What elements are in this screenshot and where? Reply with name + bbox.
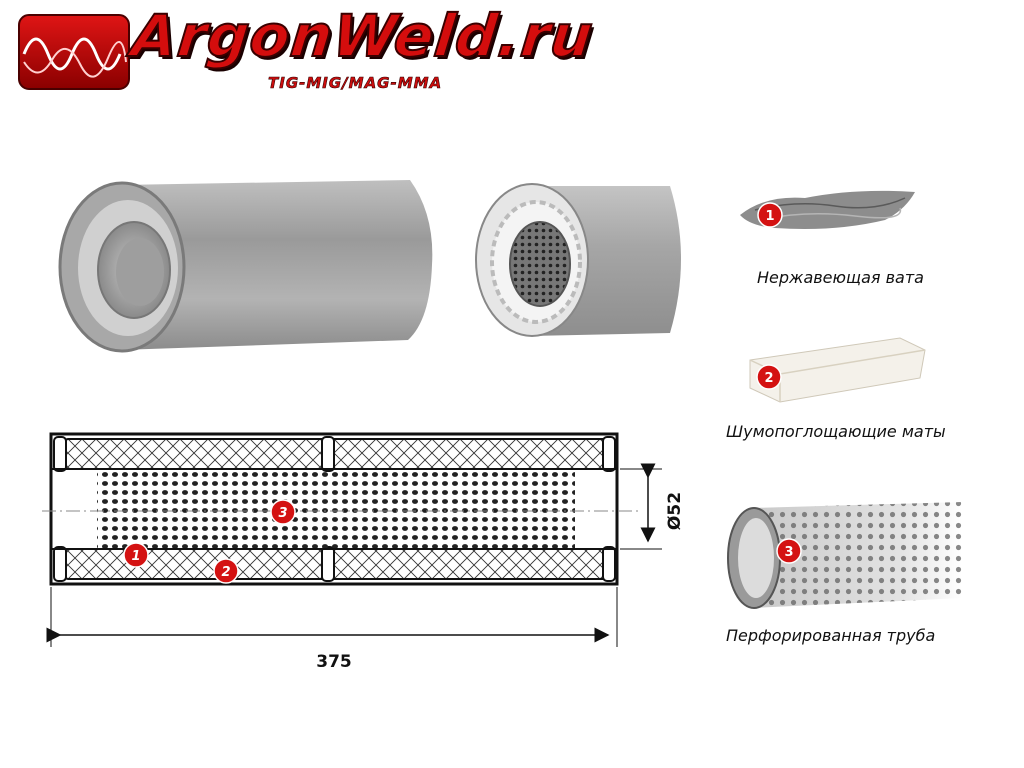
logo-wave-icon [18, 14, 130, 90]
marker-3-number: 3 [784, 545, 793, 560]
material-marker-3: 3 [776, 538, 802, 569]
muffler-section-drawing: Ø52 375 1 2 3 [42, 432, 685, 672]
caption-steel-wool: Нержавеющая вата [757, 268, 924, 287]
muffler-photo [58, 180, 433, 353]
caption-sound-mat: Шумопоглощающие маты [726, 422, 946, 441]
logo [18, 14, 130, 90]
marker-2-number: 2 [764, 371, 773, 386]
svg-text:2: 2 [221, 565, 230, 580]
perforated-tube-image [727, 502, 962, 609]
svg-text:3: 3 [278, 506, 287, 521]
marker-1-number: 1 [765, 209, 774, 224]
brand-tagline: TIG-MIG/MAG-MMA [268, 74, 443, 93]
caption-perforated-tube: Перфорированная труба [726, 626, 936, 645]
material-marker-2: 2 [756, 364, 782, 395]
length-label: 375 [316, 652, 352, 672]
diameter-label: Ø52 [665, 492, 685, 530]
drawing-marker-3: 3 [270, 499, 296, 525]
drawing-marker-1: 1 [123, 542, 149, 568]
drawing-marker-2: 2 [213, 558, 239, 584]
muffler-cutaway-photo [475, 183, 681, 337]
svg-text:1: 1 [131, 549, 140, 564]
sound-mat-image [749, 337, 926, 403]
brand-name: ArgonWeld.ru [127, 1, 597, 71]
material-marker-1: 1 [757, 202, 783, 233]
